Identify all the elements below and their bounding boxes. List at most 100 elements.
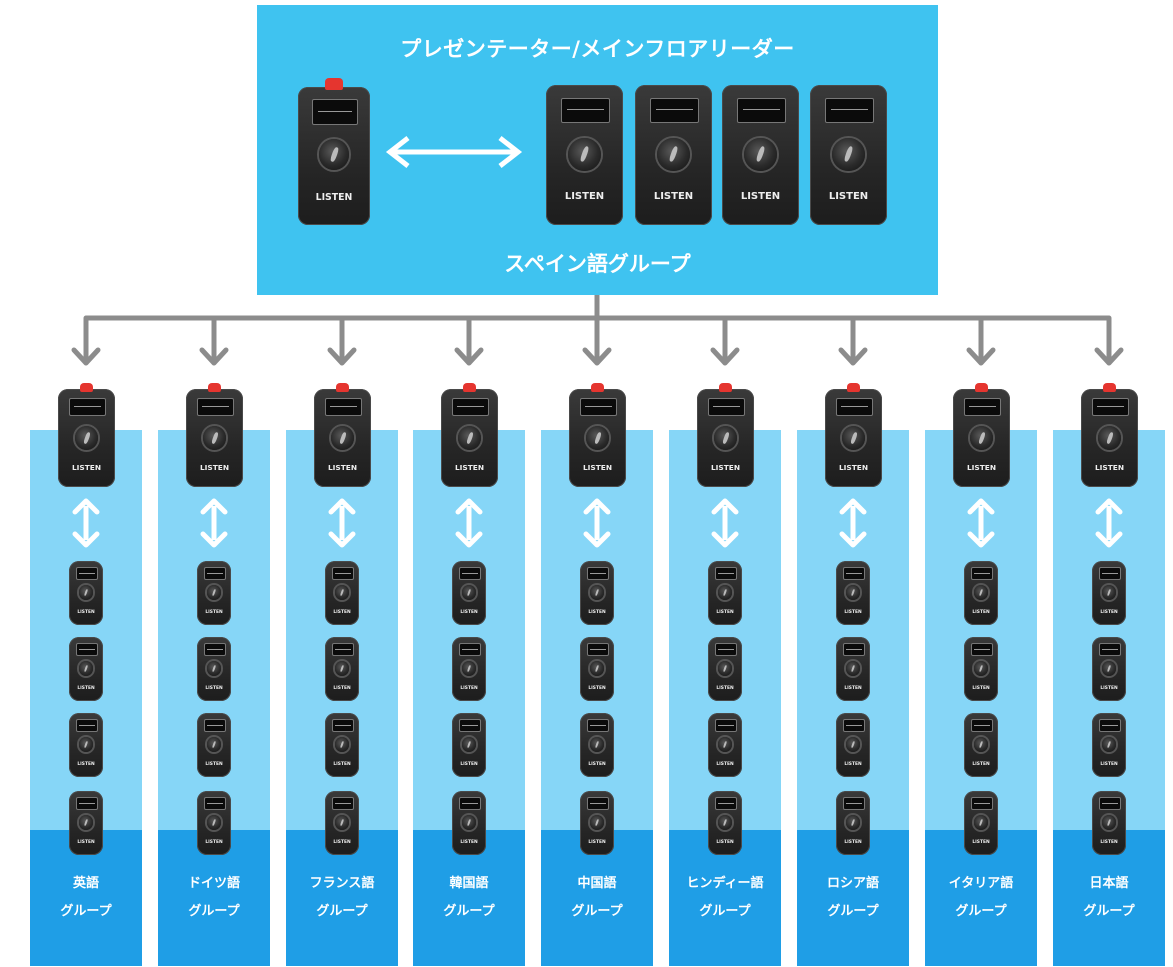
device-logo: LISTEN xyxy=(844,685,862,691)
down-arrow-icon xyxy=(199,347,229,366)
dial-knob-icon xyxy=(206,661,222,676)
dial-knob-icon xyxy=(206,815,222,830)
device-logo: LISTEN xyxy=(716,761,734,767)
device-screen xyxy=(203,718,227,732)
device-logo: LISTEN xyxy=(333,685,351,691)
group-receiver-device: LISTEN xyxy=(580,561,614,625)
dial-knob-icon xyxy=(1101,661,1117,676)
device-screen xyxy=(203,642,227,656)
device-logo: LISTEN xyxy=(199,463,230,473)
dial-knob-icon xyxy=(78,737,94,752)
group-label: フランス語グループ xyxy=(286,830,398,966)
dial-knob-icon xyxy=(841,426,866,451)
arrow-head-up xyxy=(839,498,867,515)
device-logo: LISTEN xyxy=(77,761,95,767)
spanish-group-receiver: LISTEN xyxy=(635,85,712,225)
device-screen xyxy=(458,566,482,580)
group-receiver-device: LISTEN xyxy=(452,791,486,855)
dial-knob-icon xyxy=(1101,815,1117,830)
arrow-head-down xyxy=(200,531,228,548)
device-logo: LISTEN xyxy=(333,839,351,845)
group-leader-device: LISTEN xyxy=(1081,383,1138,487)
group-suffix-text: グループ xyxy=(316,904,368,919)
device-screen xyxy=(203,796,227,810)
arrow-head-up xyxy=(1095,498,1123,515)
dial-knob-icon xyxy=(717,815,733,830)
device-logo: LISTEN xyxy=(653,191,694,203)
device-logo: LISTEN xyxy=(716,839,734,845)
down-arrow-icon xyxy=(966,347,996,366)
dial-knob-icon xyxy=(589,661,605,676)
device-screen xyxy=(1098,796,1122,810)
dial-knob-icon xyxy=(973,815,989,830)
device-screen xyxy=(964,397,1001,417)
device-logo: LISTEN xyxy=(710,463,741,473)
device-screen xyxy=(737,97,786,124)
device-screen xyxy=(825,97,874,124)
red-button-icon xyxy=(590,383,605,392)
group-receiver-device: LISTEN xyxy=(69,713,103,777)
dial-knob-icon xyxy=(461,585,477,600)
device-logo: LISTEN xyxy=(564,191,605,203)
group-receiver-device: LISTEN xyxy=(197,791,231,855)
presenter-title: プレゼンテーター/メインフロアリーダー xyxy=(400,37,795,61)
dial-knob-icon xyxy=(845,737,861,752)
group-leader-device: LISTEN xyxy=(441,383,498,487)
device-screen xyxy=(331,566,355,580)
device-screen xyxy=(842,642,866,656)
dial-knob-icon xyxy=(589,815,605,830)
group-receiver-device: LISTEN xyxy=(197,637,231,701)
group-suffix-text: グループ xyxy=(60,904,112,919)
dial-knob-icon xyxy=(461,737,477,752)
device-logo: LISTEN xyxy=(838,463,869,473)
device-screen xyxy=(1098,642,1122,656)
group-receiver-device: LISTEN xyxy=(69,561,103,625)
group-receiver-device: LISTEN xyxy=(452,713,486,777)
dial-knob-icon xyxy=(585,426,610,451)
device-screen xyxy=(714,796,738,810)
group-leader-device: LISTEN xyxy=(314,383,371,487)
dial-knob-icon xyxy=(589,737,605,752)
spanish-group-label: スペイン語グループ xyxy=(504,252,691,276)
dial-knob-icon xyxy=(717,661,733,676)
dial-knob-icon xyxy=(202,426,227,451)
dial-knob-icon xyxy=(717,585,733,600)
device-logo: LISTEN xyxy=(315,191,353,203)
device-screen xyxy=(1098,718,1122,732)
group-receiver-device: LISTEN xyxy=(708,791,742,855)
device-logo: LISTEN xyxy=(588,609,606,615)
group-receiver-device: LISTEN xyxy=(325,637,359,701)
dial-knob-icon xyxy=(717,737,733,752)
dial-knob-icon xyxy=(457,426,482,451)
dial-knob-icon xyxy=(334,585,350,600)
dial-knob-icon xyxy=(713,426,738,451)
device-screen xyxy=(586,642,610,656)
device-logo: LISTEN xyxy=(1100,839,1118,845)
group-receiver-device: LISTEN xyxy=(197,561,231,625)
arrow-head-up xyxy=(583,498,611,515)
group-receiver-device: LISTEN xyxy=(1092,561,1126,625)
device-screen xyxy=(331,796,355,810)
group-receiver-device: LISTEN xyxy=(836,791,870,855)
group-leader-device: LISTEN xyxy=(569,383,626,487)
device-logo: LISTEN xyxy=(716,685,734,691)
group-receiver-device: LISTEN xyxy=(964,561,998,625)
dial-knob-icon xyxy=(330,426,355,451)
down-arrow-icon xyxy=(71,347,101,366)
device-screen xyxy=(452,397,489,417)
arrow-head-down xyxy=(328,531,356,548)
group-receiver-device: LISTEN xyxy=(580,637,614,701)
group-receiver-device: LISTEN xyxy=(69,637,103,701)
device-logo: LISTEN xyxy=(588,685,606,691)
red-button-icon xyxy=(1102,383,1117,392)
arrow-head-down xyxy=(711,531,739,548)
group-receiver-device: LISTEN xyxy=(708,637,742,701)
device-screen xyxy=(650,97,699,124)
dial-knob-icon xyxy=(832,138,865,171)
group-leader-device: LISTEN xyxy=(825,383,882,487)
device-logo: LISTEN xyxy=(460,761,478,767)
dial-knob-icon xyxy=(973,661,989,676)
group-receiver-device: LISTEN xyxy=(708,561,742,625)
group-leader-device: LISTEN xyxy=(186,383,243,487)
dial-knob-icon xyxy=(461,815,477,830)
